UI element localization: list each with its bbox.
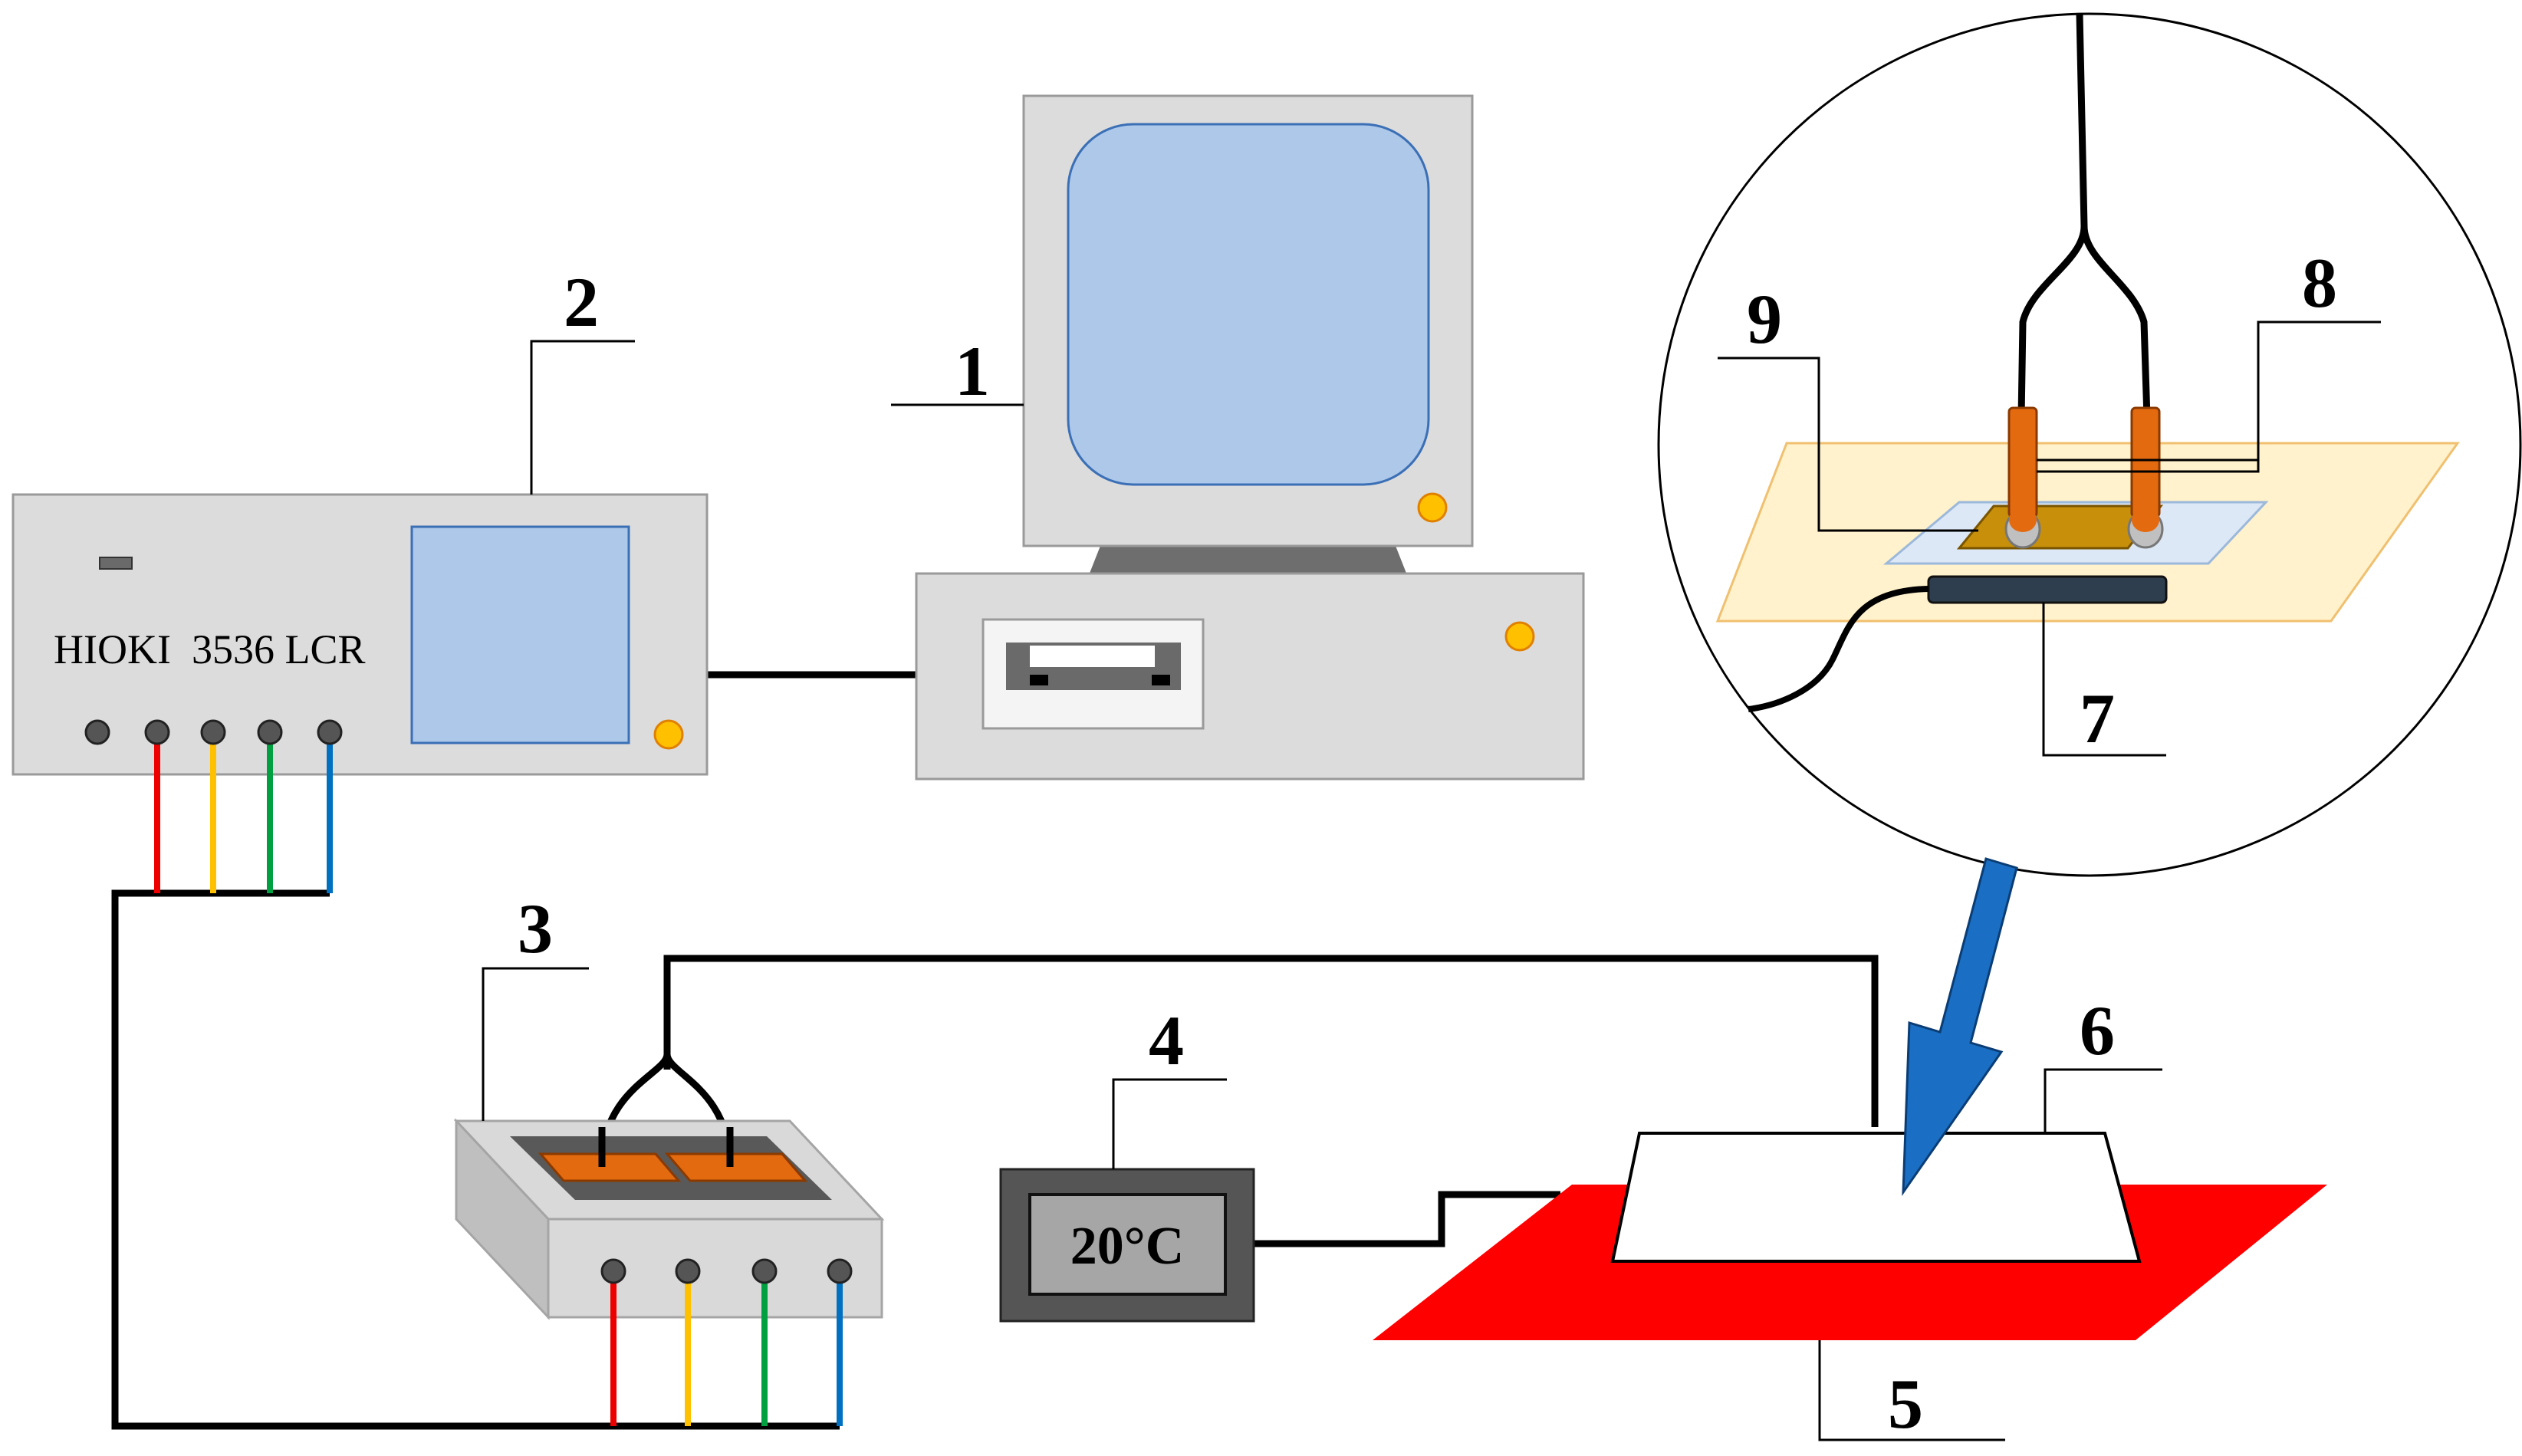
disk-drive-foot-right (1152, 675, 1170, 685)
zoom-arrow-shape (1902, 857, 2018, 1197)
label-switch-box: 3 (518, 889, 553, 968)
lcr-model-label: HIOKI 3536 LCR (54, 626, 365, 672)
label-lcr-meter: 2 (564, 263, 599, 341)
leader-6 (2044, 1068, 2162, 1133)
switch-box-electrode-tray (510, 1136, 832, 1200)
switch-box-pad-left (538, 1152, 682, 1182)
disk-drive-slot (1030, 646, 1155, 667)
detail-probe-tip-top (2132, 508, 2159, 532)
magnified-detail (1657, 12, 2522, 877)
detail-main-wire (2017, 13, 2151, 419)
leader-5 (1818, 1340, 2005, 1441)
label-sensor-7: 7 (2080, 679, 2115, 758)
computer-power-led (1504, 621, 1535, 652)
leader-9 (1718, 357, 1978, 532)
detail-probe-left (2007, 406, 2038, 518)
switch-terminal (600, 1258, 626, 1284)
lcr-terminal (144, 719, 170, 745)
disk-drive-foot-left (1030, 675, 1048, 685)
monitor-stand (1089, 546, 1407, 575)
leader-lines (482, 320, 2381, 1441)
detail-thermocouple (1927, 575, 2168, 604)
lcr-terminals (84, 719, 343, 745)
temperature-controller: 20°C (999, 1168, 1255, 1323)
lcr-power-led (653, 719, 684, 750)
switch-box-pad-right (664, 1152, 808, 1182)
switch-box-fork-ends (598, 1127, 734, 1167)
lcr-terminal (317, 719, 343, 745)
lcr-screen (410, 525, 630, 744)
lcr-wires (154, 732, 333, 893)
temp-controller-display (1028, 1193, 1227, 1296)
label-temp-controller: 4 (1149, 1001, 1184, 1080)
detail-cut-wire (1747, 705, 1751, 712)
switch-box-wires (610, 1271, 843, 1426)
connection-wires (111, 671, 1879, 1430)
switch-to-chamber-wire (663, 955, 1879, 1127)
monitor-power-led (1417, 492, 1448, 523)
leader-8 (2037, 320, 2381, 473)
switch-box-terminals (600, 1258, 853, 1284)
switch-terminal (827, 1258, 853, 1284)
detail-probe-right (2130, 406, 2161, 518)
detail-thermocouple-wire (1748, 586, 1929, 712)
leader-7 (2042, 603, 2166, 757)
switch-terminal (675, 1258, 701, 1284)
temp-to-heater-wire (1254, 1191, 1560, 1247)
label-sensor-8: 8 (2302, 244, 2337, 322)
switch-box (453, 1118, 885, 1426)
lcr-terminal (84, 719, 110, 745)
lcr-power-switch (99, 557, 133, 570)
lcr-terminal (200, 719, 226, 745)
label-chamber: 6 (2080, 991, 2115, 1070)
label-heating-plate: 5 (1888, 1365, 1923, 1443)
lcr-meter: HIOKI 3536 LCR (12, 493, 709, 893)
detail-probes (2004, 406, 2164, 549)
temp-controller-reading: 20°C (1070, 1217, 1185, 1276)
computer (915, 94, 1585, 781)
detail-probe-tip-top (2009, 508, 2037, 532)
lcr-terminal (257, 719, 283, 745)
leader-3 (482, 967, 589, 1121)
label-computer: 1 (955, 332, 990, 410)
label-sample-9: 9 (1747, 280, 1782, 358)
leader-4 (1112, 1078, 1227, 1169)
sample-chamber-body (1610, 1132, 2142, 1263)
switch-terminal (751, 1258, 778, 1284)
zoom-arrow (1902, 857, 2018, 1197)
ground-loop-wire (111, 889, 840, 1430)
leader-2 (530, 340, 635, 495)
sample-chamber (1610, 1132, 2142, 1263)
number-labels: 1 2 3 4 5 6 7 8 9 (518, 244, 2337, 1443)
monitor-screen (1067, 123, 1430, 486)
